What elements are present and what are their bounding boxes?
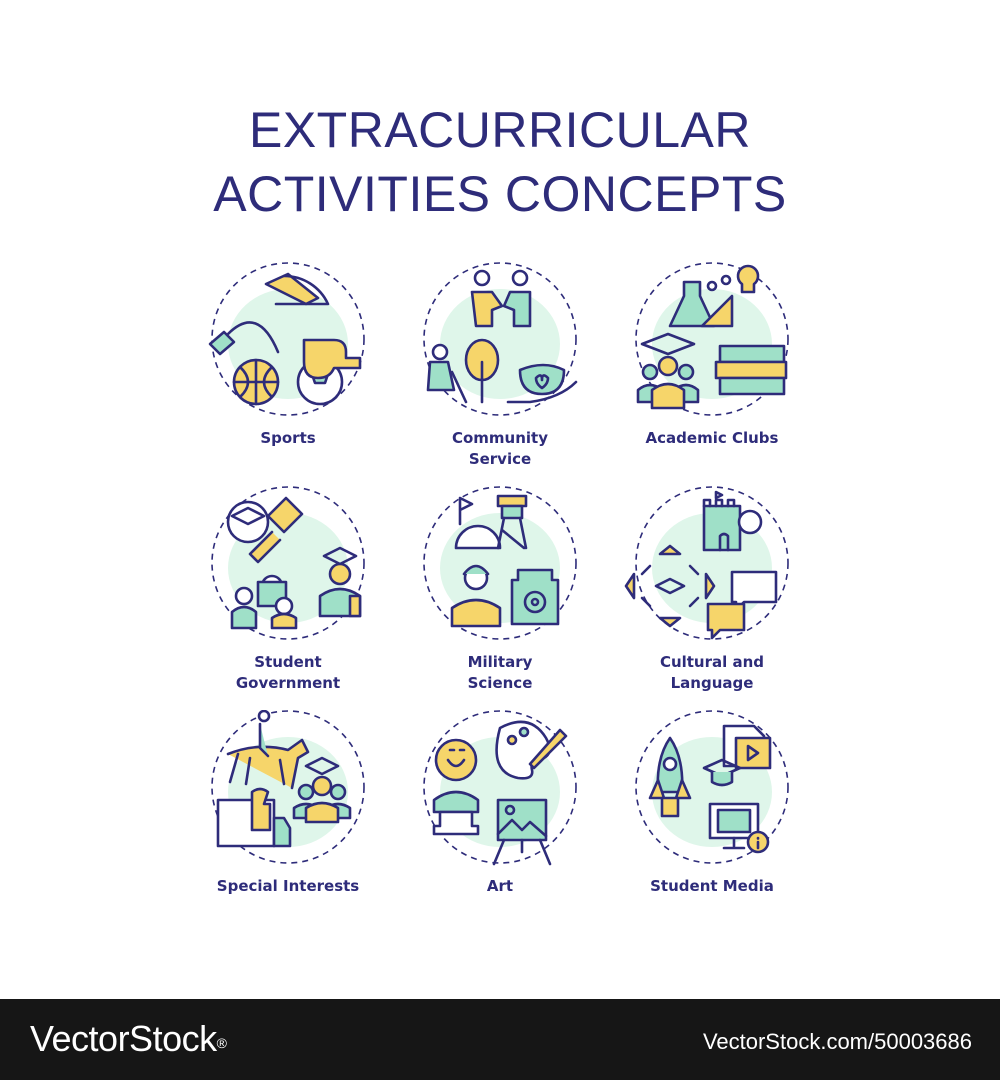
concept-label: Special Interests xyxy=(216,877,360,895)
title-line-1: EXTRACURRICULAR xyxy=(248,102,751,158)
concept-label: Art xyxy=(486,877,514,895)
concept-label: Academic Clubs xyxy=(645,429,779,447)
page-title: EXTRACURRICULAR ACTIVITIES CONCEPTS xyxy=(0,98,1000,226)
concept-student-media: Student Media xyxy=(612,710,812,910)
military-science-icon xyxy=(423,486,577,640)
cultural-language-icon xyxy=(624,486,789,640)
concept-art: Art xyxy=(400,710,600,910)
registered-mark: ® xyxy=(216,1035,227,1051)
academic-clubs-icon xyxy=(635,262,789,416)
brand-logo: VectorStock® xyxy=(30,1017,227,1061)
footer-bar: VectorStock® VectorStock.com/50003686 xyxy=(0,999,1000,1080)
brand-name: VectorStock xyxy=(30,1018,217,1059)
concept-sports: Sports xyxy=(188,262,388,462)
student-media-icon xyxy=(635,710,789,864)
concept-label: Student Media xyxy=(650,877,774,895)
concept-label: Sports xyxy=(260,429,316,447)
image-id: VectorStock.com/50003686 xyxy=(702,1029,972,1054)
title-line-2: ACTIVITIES CONCEPTS xyxy=(213,166,787,222)
sports-icon xyxy=(208,262,365,416)
concept-academic-clubs: Academic Clubs xyxy=(612,262,812,462)
special-interests-icon xyxy=(211,710,365,864)
student-government-icon xyxy=(211,486,365,640)
community-service-icon xyxy=(423,262,578,416)
art-icon xyxy=(423,710,577,866)
concept-special-interests: Special Interests xyxy=(188,710,388,910)
